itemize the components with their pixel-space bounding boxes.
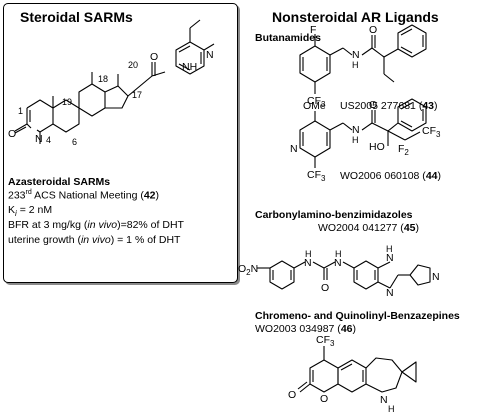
atom-h-46-label: H [388, 404, 395, 414]
uterine-growth-line: uterine growth (in vivo) = 1 % of DHT [8, 234, 181, 246]
f2-44-label: F2 [398, 143, 409, 157]
cf3-43-label: CF3 [307, 95, 326, 109]
atom-o-45-label: O [321, 282, 329, 294]
atom-o-carbonyl-46-label: O [288, 389, 296, 401]
atom-ho-label: HO [369, 141, 385, 153]
cf3-44b-label: CF3 [307, 169, 326, 183]
steroidal-sarms-title: Steroidal SARMs [20, 9, 133, 25]
chromeno-label: Chromeno- and Quinolinyl-Benzazepines [255, 310, 460, 322]
atom-h-benzimidazole-label: H [386, 244, 393, 254]
steroidal-sarms-panel [3, 3, 238, 283]
azasteroidal-sarms-subtitle: Azasteroidal SARMs [8, 176, 111, 188]
azasteroid-structure [14, 19, 215, 144]
cf3-44a-label: CF3 [422, 125, 441, 139]
meeting-line: 233rd ACS National Meeting (42) [8, 189, 160, 202]
locant-1: 1 [18, 106, 23, 116]
compound-45-structure [257, 260, 431, 290]
atom-h-44-label: H [352, 135, 359, 145]
atom-n-ring-a-label: N [35, 133, 43, 145]
ref-45: WO2004 041277 (45) [318, 222, 419, 234]
atom-nh-label: NH [182, 61, 197, 73]
nonsteroidal-title: Nonsteroidal AR Ligands [272, 9, 439, 25]
compound-43-structure [299, 24, 427, 94]
atom-o-43-label: O [369, 24, 377, 36]
atom-n-pyridine-44-label: N [290, 143, 298, 155]
atom-n-44-label: N [352, 124, 360, 136]
atom-f-label: F [310, 24, 316, 36]
nitro-label: O2N [238, 263, 258, 277]
locant-18: 18 [98, 74, 108, 84]
ref-44: WO2006 060108 (44) [340, 170, 441, 182]
atom-n-benzimidazole-a-label: N [386, 252, 394, 264]
atom-o-44-label: O [369, 99, 377, 111]
atom-ome-label: OMe [303, 100, 326, 112]
atom-n-46-label: N [380, 394, 388, 406]
atom-n-45a-label: N [304, 257, 312, 269]
locant-17: 17 [132, 90, 142, 100]
atom-h-45b-label: H [335, 249, 342, 259]
atom-n-benzimidazole-b-label: N [386, 287, 394, 299]
cf3-46-label: CF3 [316, 334, 335, 348]
atom-n-43-label: N [352, 49, 360, 61]
carbonylamino-label: Carbonylamino-benzimidazoles [255, 209, 413, 221]
ref-46: WO2003 034987 (46) [255, 323, 356, 335]
atom-o-ring-46-label: O [320, 393, 328, 405]
atom-n-45b-label: N [334, 257, 342, 269]
locant-4: 4 [46, 135, 51, 145]
compound-44-structure [299, 98, 427, 168]
atom-h-43-label: H [352, 60, 359, 70]
atom-h-45a-label: H [305, 249, 312, 259]
ref-43: US2005 277681 (43) [340, 100, 438, 112]
atom-labels: NH O N O N 20 18 17 19 1 4 6 F N H O CF3… [8, 24, 441, 414]
locant-20: 20 [128, 60, 138, 70]
atom-n-pyridine-label: N [206, 49, 214, 61]
locant-6: 6 [72, 137, 77, 147]
locant-19: 19 [62, 97, 72, 107]
bfr-line: BFR at 3 mg/kg (in vivo)=82% of DHT [8, 219, 184, 231]
compound-46-structure [297, 346, 417, 393]
ki-line: Ki = 2 nM [8, 204, 53, 219]
atom-n-pyrrole-label: N [432, 271, 440, 283]
atom-o-label: O [150, 51, 158, 63]
butanamides-label: Butanamides [255, 32, 321, 44]
atom-o-ring-a-label: O [8, 128, 16, 140]
